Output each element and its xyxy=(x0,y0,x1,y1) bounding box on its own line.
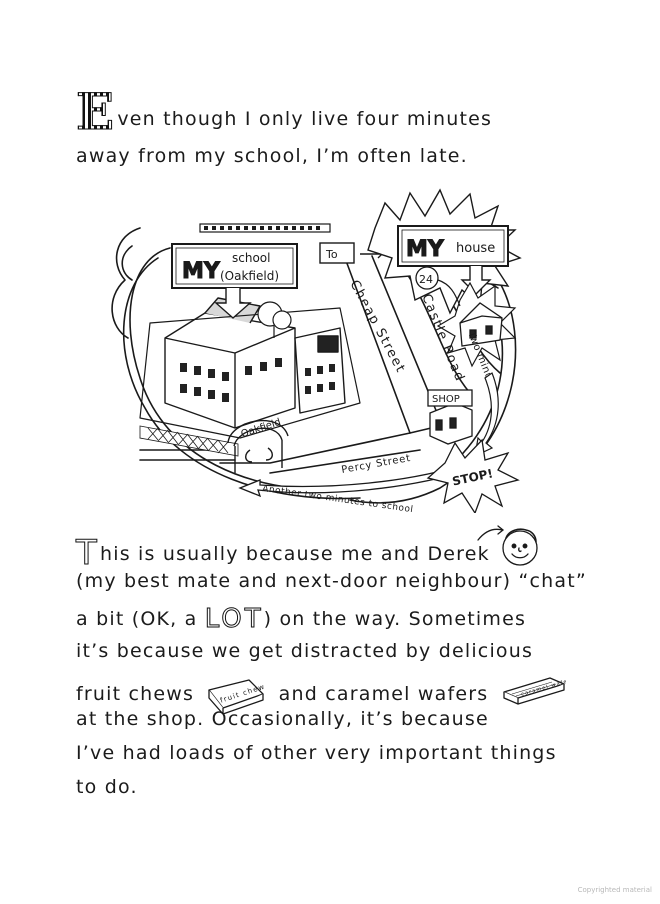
paragraph-2-line-3: a bit (OK, a LOT) on the way. Sometimes xyxy=(76,604,527,635)
paragraph-2-line-3-after: ) on the way. Sometimes xyxy=(263,608,527,630)
my-house-drawing xyxy=(459,302,503,347)
house-sign-house: house xyxy=(456,241,495,256)
paragraph-2-line-5: fruit chews fruit chew and caramel wafer… xyxy=(76,674,571,715)
school-route-map: Oakfield MY school (Oakfield) To MY hous… xyxy=(111,188,522,513)
paragraph-2-line-7: I’ve had loads of other very important t… xyxy=(76,742,557,764)
cheap-street-label: Cheap Street xyxy=(346,278,408,376)
copyright-notice: Copyrighted material xyxy=(577,886,652,894)
paragraph-2-line-1-text: his is usually because me and Derek xyxy=(99,543,490,565)
house-sign: MY house xyxy=(367,188,522,315)
paragraph-2-line-3-before: a bit (OK, a xyxy=(76,608,205,630)
school-sign-name: (Oakfield) xyxy=(220,269,279,283)
paragraph-2-line-4: it’s because we get distracted by delici… xyxy=(76,640,534,662)
shop-drawing xyxy=(427,389,473,445)
school-sign: MY school (Oakfield) xyxy=(171,243,298,319)
drop-cap-e: E xyxy=(75,82,116,141)
paragraph-2-line-5-before: fruit chews xyxy=(76,683,195,705)
fruit-chew-icon: fruit chew xyxy=(208,679,267,715)
lot-emphasis: LOT xyxy=(204,604,264,635)
paragraph-2-line-6: at the shop. Occasionally, it’s because xyxy=(76,708,489,730)
house-sign-my: MY xyxy=(406,237,445,262)
paragraph-2-line-8: to do. xyxy=(76,776,138,798)
paragraph-1-line-2: away from my school, I’m often late. xyxy=(76,145,468,167)
to-label: To xyxy=(325,248,338,261)
drop-cap-t: T xyxy=(76,533,98,573)
school-sign-my: MY xyxy=(182,259,221,284)
caramel-wafer-icon: caramel wafer xyxy=(502,677,571,705)
school-sign-school: school xyxy=(232,251,270,265)
stop-sign: STOP! xyxy=(426,438,520,513)
house-number: 24 xyxy=(419,273,433,286)
paragraph-2-line-5-after: and caramel wafers xyxy=(278,683,489,705)
paragraph-1-line-1-text: ven though I only live four minutes xyxy=(117,108,493,130)
shop-sign: SHOP xyxy=(432,394,460,405)
paragraph-2-line-2: (my best mate and next-door neighbour) “… xyxy=(76,570,587,592)
derek-face-icon xyxy=(477,525,538,566)
